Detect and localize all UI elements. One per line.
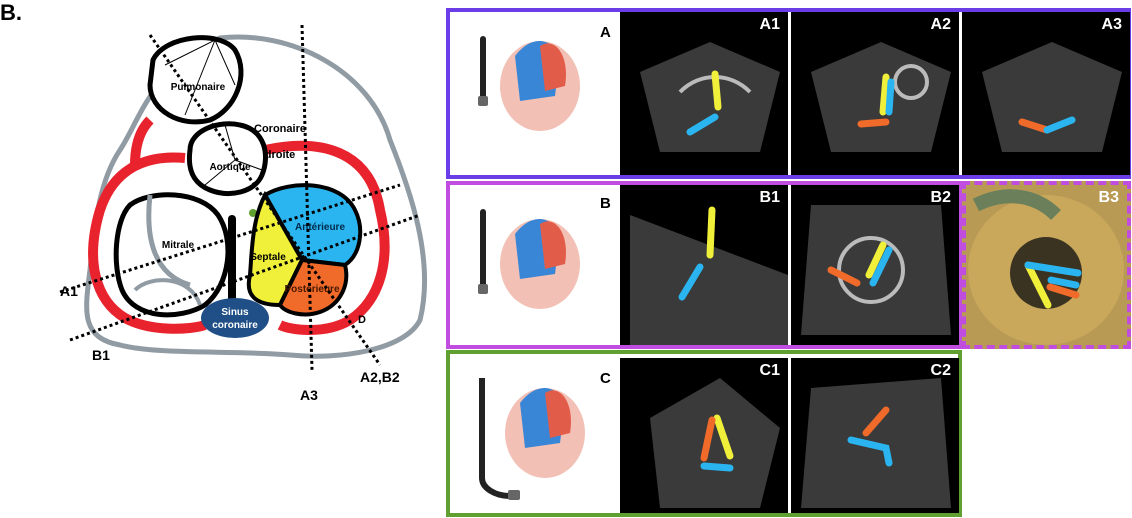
mitral-valve-shape (116, 195, 228, 315)
echo-label-b1: B1 (760, 189, 780, 207)
panel-row-a: A A1 A2 A3 (446, 8, 1131, 179)
echo-label-b2: B2 (931, 189, 951, 207)
echo-image-c1: C1 (620, 358, 788, 513)
echo-label-c1: C1 (760, 362, 780, 380)
row-a-letter: A (600, 24, 611, 41)
echo-image-a1: A1 (620, 12, 788, 175)
row-b-letter: B (600, 195, 611, 212)
echo-image-a3: A3 (962, 12, 1130, 175)
echo-image-c2: C2 (791, 358, 959, 513)
panel-b3-3d: B3 (962, 181, 1131, 349)
echo-label-c2: C2 (931, 362, 951, 380)
probe-illustration-a (470, 26, 600, 151)
echo-label-b3: B3 (1099, 189, 1119, 207)
small-label-d: D (358, 314, 366, 326)
anterior-label: Antérieure (295, 222, 345, 233)
cut-label-a1: A1 (60, 283, 78, 299)
panel-row-b: B B1 B2 (446, 181, 962, 349)
probe-illustration-c (470, 368, 600, 503)
tricuspid-anatomy-diagram: Pulmonaire Aortique Mitrale Antérieure S… (40, 20, 440, 420)
echo-label-a1: A1 (760, 16, 780, 34)
posterior-label: Postérieure (284, 284, 339, 295)
septum-bar (228, 215, 236, 310)
mitral-label: Mitrale (162, 240, 195, 251)
cut-label-b1: B1 (92, 347, 110, 363)
aortic-label: Aortique (209, 162, 251, 173)
coronary-label-1: Coronaire (254, 123, 306, 135)
echo-image-a2: A2 (791, 12, 959, 175)
echo-label-a3: A3 (1102, 16, 1122, 34)
panel-row-c: C C1 C2 (446, 350, 962, 517)
coronary-label-2: droite (265, 149, 296, 161)
coronary-sinus-label-2: coronaire (212, 320, 258, 331)
echo-label-a2: A2 (931, 16, 951, 34)
echo-image-b2: B2 (791, 185, 959, 345)
row-c-letter: C (600, 370, 611, 387)
coronary-sinus-label-1: Sinus (221, 307, 249, 318)
septal-label: Septale (250, 252, 286, 263)
cut-label-a3: A3 (300, 387, 318, 403)
echo-image-b1: B1 (620, 185, 788, 345)
coronary-sinus (201, 298, 269, 338)
cut-label-a2b2: A2,B2 (360, 369, 400, 385)
probe-illustration-b (470, 199, 600, 324)
pulmonary-label: Pulmonaire (171, 82, 226, 93)
